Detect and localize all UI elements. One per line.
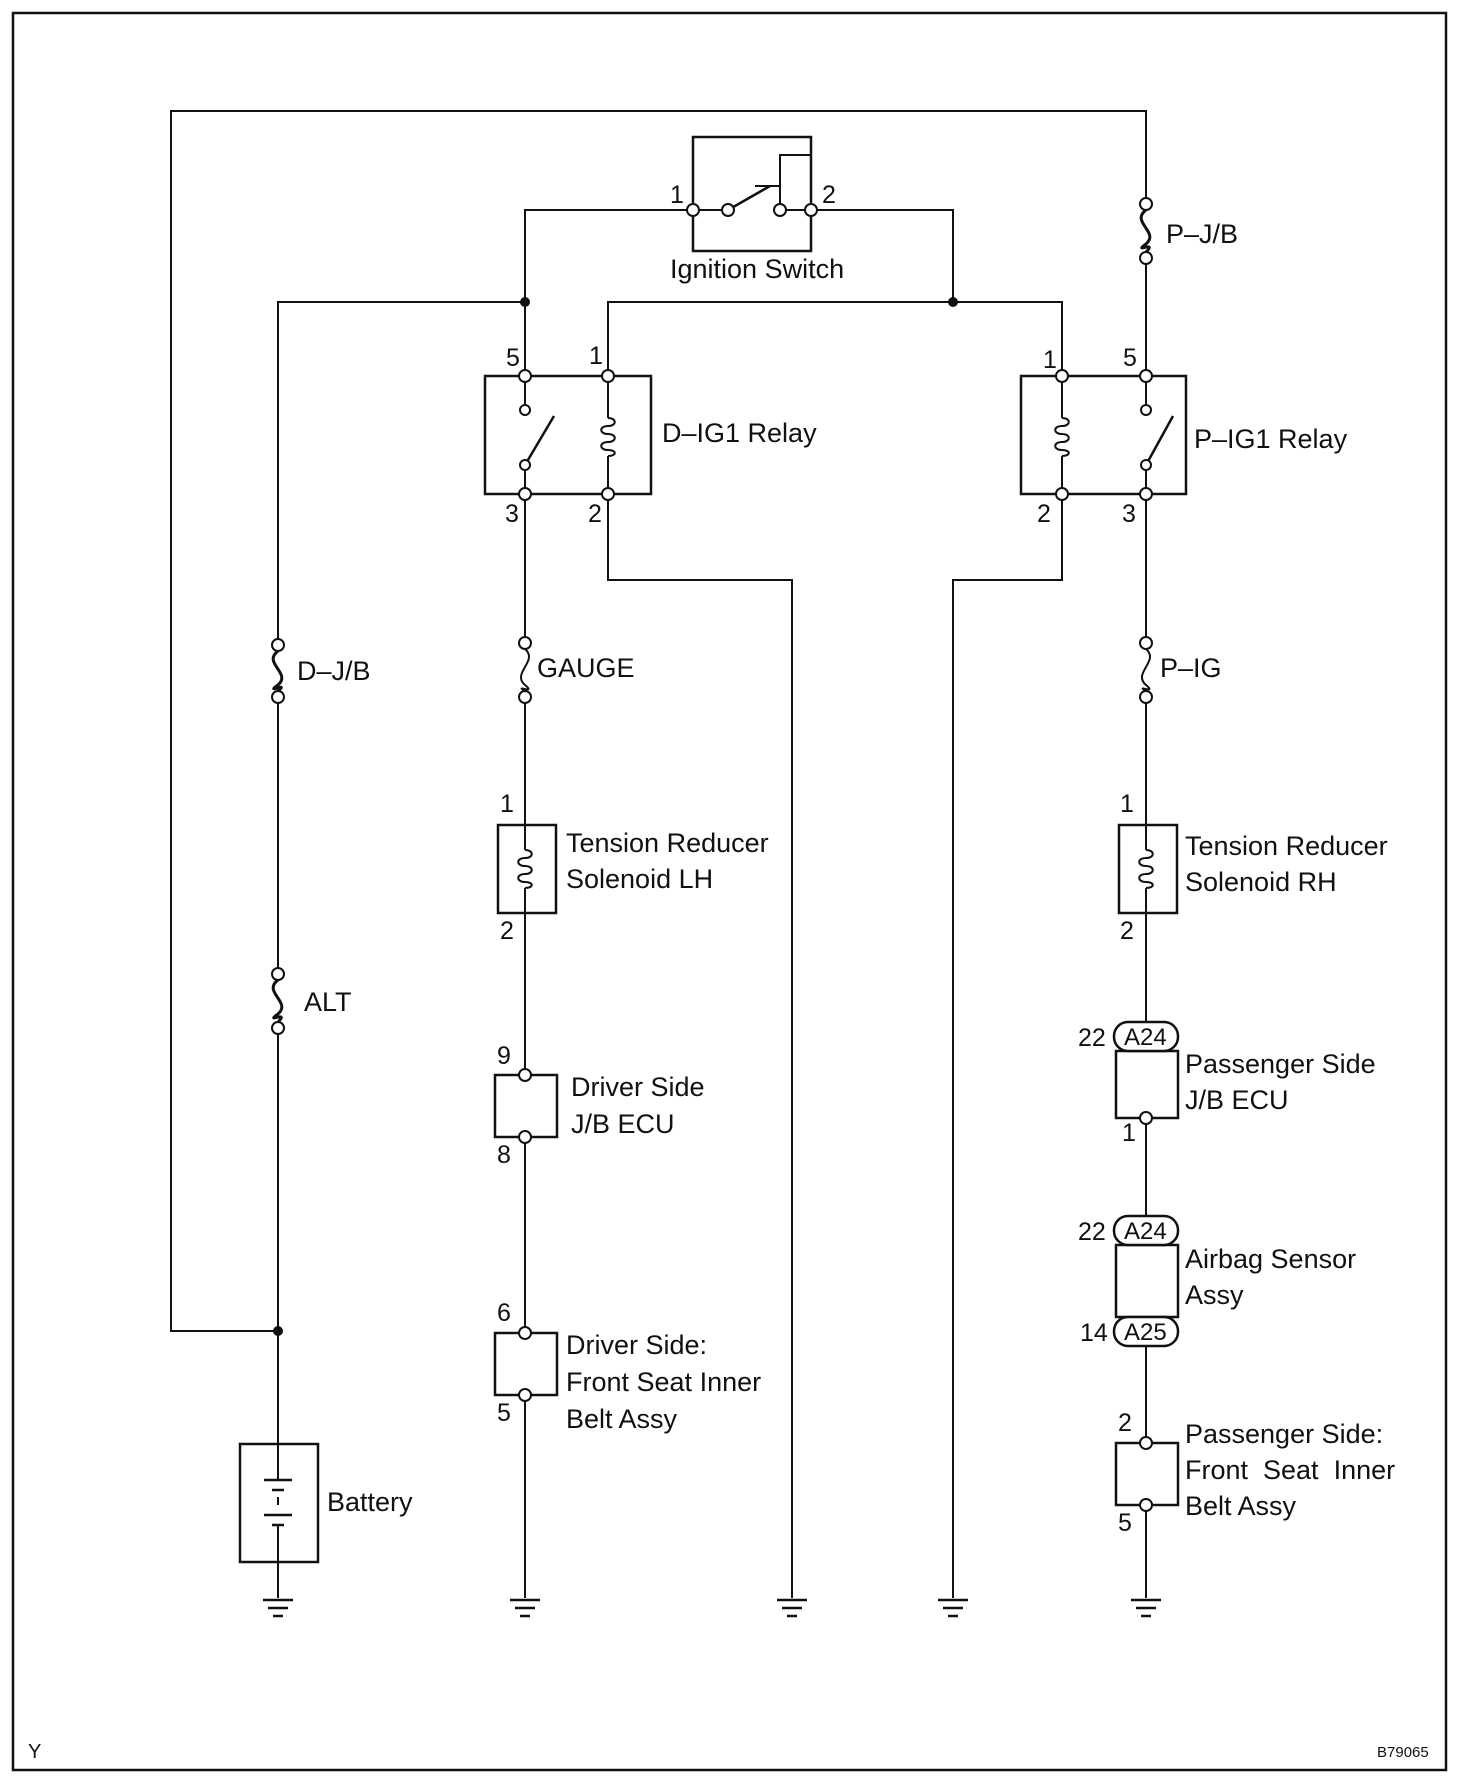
airbag-pin-22: 22 <box>1078 1218 1106 1246</box>
ground-driver <box>508 1598 542 1618</box>
ground-p-ig1-coil <box>936 1598 970 1618</box>
p-ig1-relay: 1 5 2 3 P–IG1 Relay <box>1019 344 1348 528</box>
p-ig1-pin-2: 2 <box>1037 500 1051 528</box>
p-ig1-pin-1: 1 <box>1043 346 1057 374</box>
junction-dots <box>273 297 958 1336</box>
tension-reducer-solenoid-rh: 1 2 Tension Reducer Solenoid RH <box>1117 790 1388 945</box>
passenger-jb-pin-22: 22 <box>1078 1024 1106 1052</box>
ground-passenger <box>1129 1598 1163 1618</box>
connector-a24-top: A24 <box>1124 1024 1167 1051</box>
airbag-pin-14: 14 <box>1080 1319 1108 1347</box>
passenger-jb-label-2: J/B ECU <box>1185 1085 1289 1115</box>
d-ig1-relay-label: D–IG1 Relay <box>662 418 817 448</box>
solenoid-rh-pin-1: 1 <box>1120 790 1134 818</box>
passenger-belt-label-2: Front Seat Inner <box>1185 1455 1395 1485</box>
airbag-label-2: Assy <box>1185 1280 1244 1310</box>
solenoid-rh-pin-2: 2 <box>1120 917 1134 945</box>
fuse-gauge: GAUGE <box>518 636 635 704</box>
passenger-jb-label-1: Passenger Side <box>1185 1049 1376 1079</box>
ignition-switch: 1 2 Ignition Switch <box>670 135 844 284</box>
driver-jb-pin-9: 9 <box>497 1042 511 1070</box>
fuse-p-jb: P–J/B <box>1139 197 1238 265</box>
passenger-belt-label-3: Belt Assy <box>1185 1491 1297 1521</box>
driver-belt-label-2: Front Seat Inner <box>566 1367 761 1397</box>
connector-a24-bottom: A24 <box>1124 1218 1167 1245</box>
driver-belt-pin-5: 5 <box>497 1399 511 1427</box>
diagram-frame <box>11 11 1448 1772</box>
fuse-p-ig-label: P–IG <box>1160 653 1222 683</box>
solenoid-rh-label-1: Tension Reducer <box>1185 831 1388 861</box>
d-ig1-pin-3: 3 <box>505 500 519 528</box>
ignition-switch-label: Ignition Switch <box>670 254 844 284</box>
driver-belt-label-1: Driver Side: <box>566 1330 707 1360</box>
passenger-belt-pin-5: 5 <box>1118 1509 1132 1537</box>
fuse-gauge-label: GAUGE <box>537 653 635 683</box>
d-ig1-pin-2: 2 <box>588 500 602 528</box>
d-ig1-pin-1: 1 <box>589 342 603 370</box>
passenger-jb-pin-1: 1 <box>1122 1119 1136 1147</box>
passenger-side-jb-ecu: A24 22 1 Passenger Side J/B ECU <box>1078 1020 1376 1147</box>
fuse-d-jb-label: D–J/B <box>297 656 371 686</box>
ignition-pin-1: 1 <box>670 181 684 209</box>
battery: Battery <box>238 1442 413 1564</box>
ground-symbols <box>261 1598 1163 1618</box>
wires <box>170 110 1147 1598</box>
solenoid-lh-pin-1: 1 <box>500 790 514 818</box>
fuse-alt: ALT <box>271 967 352 1035</box>
driver-side-jb-ecu: 9 8 Driver Side J/B ECU <box>493 1042 705 1169</box>
fuse-d-jb: D–J/B <box>271 638 371 704</box>
solenoid-lh-pin-2: 2 <box>500 917 514 945</box>
tension-reducer-solenoid-lh: 1 2 Tension Reducer Solenoid LH <box>496 790 769 945</box>
corner-mark-left: Y <box>28 1741 41 1763</box>
passenger-belt-label-1: Passenger Side: <box>1185 1419 1383 1449</box>
connector-a25: A25 <box>1124 1319 1167 1346</box>
p-ig1-pin-5: 5 <box>1123 344 1137 372</box>
ignition-pin-2: 2 <box>822 181 836 209</box>
drawing-number: B79065 <box>1377 1744 1429 1761</box>
ground-battery <box>261 1598 295 1618</box>
passenger-belt-pin-2: 2 <box>1118 1409 1132 1437</box>
d-ig1-pin-5: 5 <box>506 344 520 372</box>
driver-belt-pin-6: 6 <box>497 1299 511 1327</box>
fuse-p-jb-label: P–J/B <box>1166 219 1238 249</box>
p-ig1-relay-label: P–IG1 Relay <box>1194 424 1348 454</box>
driver-jb-label-1: Driver Side <box>571 1072 705 1102</box>
driver-jb-label-2: J/B ECU <box>571 1109 675 1139</box>
driver-side-front-seat-inner-belt-assy: 6 5 Driver Side: Front Seat Inner Belt A… <box>493 1299 761 1434</box>
airbag-label-1: Airbag Sensor <box>1185 1244 1356 1274</box>
d-ig1-relay: 5 1 3 2 D–IG1 Relay <box>483 342 817 528</box>
passenger-side-front-seat-inner-belt-assy: 2 5 Passenger Side: Front Seat Inner Bel… <box>1114 1409 1395 1537</box>
driver-belt-label-3: Belt Assy <box>566 1404 678 1434</box>
solenoid-rh-label-2: Solenoid RH <box>1185 867 1337 897</box>
fuse-p-ig: P–IG <box>1139 636 1222 704</box>
battery-label: Battery <box>327 1487 413 1517</box>
airbag-sensor-assy: A24 A25 22 14 Airbag Sensor Assy <box>1078 1214 1356 1348</box>
ground-d-ig1-coil <box>775 1598 809 1618</box>
driver-jb-pin-8: 8 <box>497 1141 511 1169</box>
fuse-alt-label: ALT <box>304 987 352 1017</box>
solenoid-lh-label-1: Tension Reducer <box>566 828 769 858</box>
p-ig1-pin-3: 3 <box>1122 500 1136 528</box>
solenoid-lh-label-2: Solenoid LH <box>566 864 713 894</box>
